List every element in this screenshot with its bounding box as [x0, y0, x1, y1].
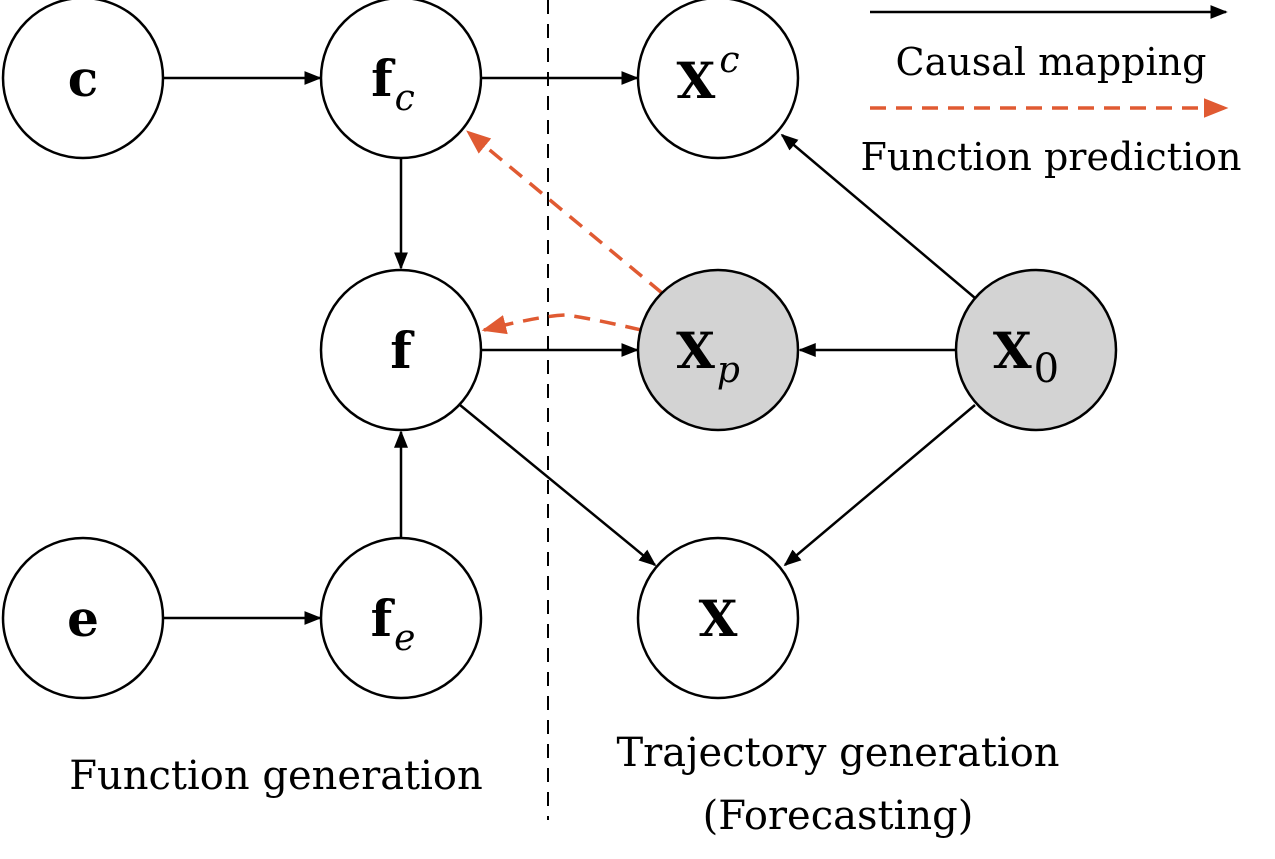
node-f: f — [319, 268, 483, 432]
node-fe-label: fe — [371, 589, 416, 659]
edge-x0-to-xc — [780, 133, 976, 299]
node-xc-circle — [636, 0, 800, 160]
node-c-circle — [1, 0, 165, 160]
node-fc-circle — [319, 0, 483, 160]
node-xp-label: Xp — [676, 321, 740, 391]
legend-prediction-label: Function prediction — [861, 135, 1242, 179]
node-c-label: c — [68, 49, 98, 108]
edge-f-to-x — [459, 404, 657, 567]
node-fe: fe — [319, 536, 483, 700]
node-fe-circle — [319, 536, 483, 700]
node-x0: X0 — [954, 268, 1118, 432]
node-f-label: f — [390, 321, 415, 380]
prediction-edge-xp-to-f — [481, 313, 642, 335]
section-label-function-generation: Function generation — [69, 753, 483, 799]
legend-causal-label: Causal mapping — [896, 40, 1207, 84]
node-f-circle — [319, 268, 483, 432]
node-fc: fc — [319, 0, 483, 160]
node-c: c — [1, 0, 165, 160]
node-e: e — [1, 536, 165, 700]
node-xp-circle — [636, 268, 800, 432]
node-fc-label: fc — [371, 49, 415, 119]
node-e-circle — [1, 536, 165, 700]
section-label-trajectory-generation: Trajectory generation — [616, 730, 1059, 776]
node-x: X — [636, 536, 800, 700]
legend: Causal mapping Function prediction — [861, 5, 1242, 179]
node-xp: Xp — [636, 268, 800, 432]
node-e-label: e — [67, 589, 99, 648]
node-x0-label: X0 — [993, 321, 1059, 392]
node-x-circle — [636, 536, 800, 700]
node-x-label: X — [699, 589, 738, 648]
section-label-forecasting: (Forecasting) — [703, 793, 974, 839]
edge-x0-to-x — [783, 404, 976, 567]
node-x0-circle — [954, 268, 1118, 432]
prediction-edge-xp-to-fc — [466, 130, 664, 295]
